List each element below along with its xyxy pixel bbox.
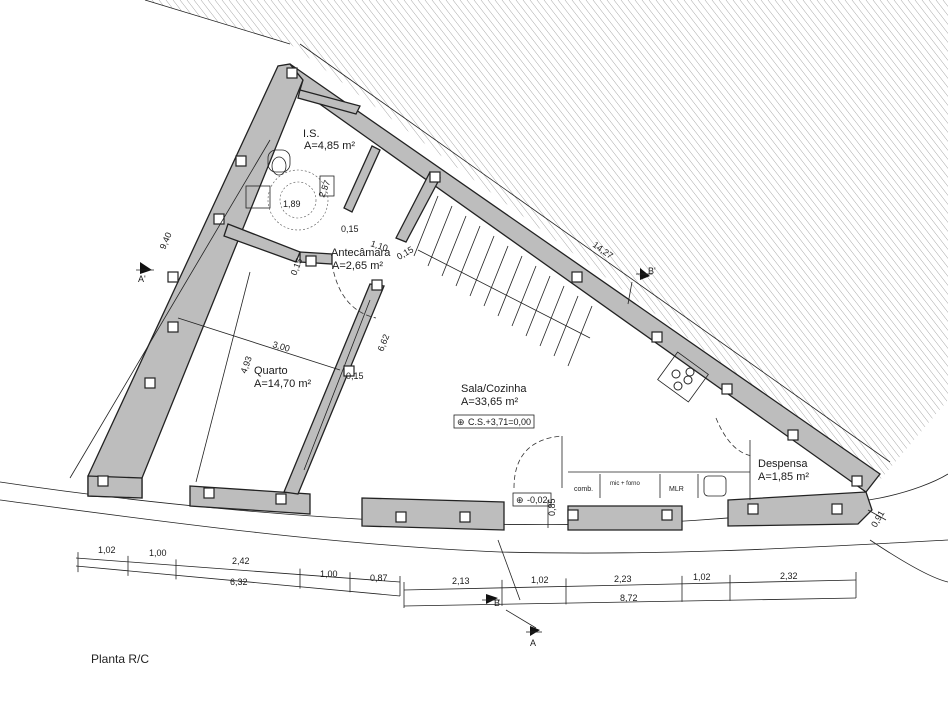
- stair-tread: [483, 245, 509, 307]
- stair-tread: [497, 255, 523, 317]
- section-marker-a: A': [136, 262, 154, 284]
- room-area-is: A=4,85 m²: [304, 140, 355, 152]
- room-name-quarto: Quarto: [254, 365, 288, 377]
- bottom-dimension-chain: [75, 552, 857, 608]
- drawing-title: Planta R/C: [91, 652, 150, 666]
- level-text-sala: C.S.+3,71=0,00: [468, 417, 531, 427]
- room-name-is: I.S.: [303, 128, 320, 140]
- cooktop-icon: [657, 351, 709, 403]
- room-name-antecamara: Antecâmara: [331, 247, 391, 259]
- bottom-dim-2: 1,00: [149, 548, 167, 558]
- bottom-total-left: 6,32: [230, 577, 248, 587]
- dimension-lines: [69, 43, 891, 629]
- bottom-total-right: 8,72: [620, 593, 638, 603]
- bottom-dim-4: 1,00: [320, 569, 338, 579]
- svg-text:A': A': [138, 274, 146, 284]
- level-text-entrance: -0,02: [527, 495, 548, 505]
- dim-14-27: 14,27: [591, 240, 615, 261]
- staircase: [413, 195, 593, 367]
- kitchen-counters: [568, 440, 751, 500]
- label-mic-forno: mic + forno: [610, 481, 641, 487]
- stair-tread: [441, 215, 467, 277]
- stair-tread: [525, 275, 551, 337]
- level-marker-sala: ⊕: [457, 417, 465, 427]
- bottom-dim-8: 2,23: [614, 574, 632, 584]
- room-area-antecamara: A=2,65 m²: [332, 260, 383, 272]
- dim-6-62: 6,62: [376, 333, 392, 353]
- stair-tread: [455, 225, 481, 287]
- stair-tread: [413, 195, 439, 257]
- level-marker-entrance: ⊕: [516, 495, 524, 505]
- room-area-despensa: A=1,85 m²: [758, 471, 809, 483]
- bottom-dim-6: 2,13: [452, 576, 470, 586]
- room-area-quarto: A=14,70 m²: [254, 378, 312, 390]
- dim-3-00: 3,00: [271, 339, 291, 353]
- label-comb: comb.: [574, 486, 593, 493]
- section-marker-b-prime: B': [636, 266, 656, 280]
- room-area-sala-cozinha: A=33,65 m²: [461, 396, 519, 408]
- bottom-dim-7: 1,02: [531, 575, 549, 585]
- svg-text:B: B: [494, 598, 500, 608]
- dim-0-85: 0,85: [547, 498, 557, 516]
- svg-text:A: A: [530, 638, 536, 648]
- label-mlr: MLR: [669, 486, 684, 493]
- room-name-sala-cozinha: Sala/Cozinha: [461, 383, 527, 395]
- dim-0-15-a: 0,15: [341, 224, 359, 234]
- section-marker-a-prime: A: [526, 626, 542, 648]
- dim-4-93: 4,93: [238, 355, 253, 375]
- room-name-despensa: Despensa: [758, 458, 808, 470]
- dim-0-15-b: 0,15: [395, 244, 415, 261]
- dim-1-89: 1,89: [283, 199, 301, 209]
- road-edge-line-lower: [0, 499, 948, 554]
- bottom-dim-9: 1,02: [693, 572, 711, 582]
- bottom-dim-1: 1,02: [98, 545, 116, 555]
- door-swings: [331, 263, 753, 489]
- bottom-dim-10: 2,32: [780, 571, 798, 581]
- stair-tread: [539, 285, 565, 347]
- stair-tread: [511, 265, 537, 327]
- bottom-dim-5: 0,87: [370, 573, 388, 583]
- bathroom-fixtures: [245, 149, 335, 231]
- stair-tread: [567, 305, 593, 367]
- dim-9-40: 9,40: [158, 231, 174, 251]
- stair-tread: [469, 235, 495, 297]
- svg-text:B': B': [648, 266, 656, 276]
- stair-tread: [427, 205, 453, 267]
- column-markers: [97, 67, 863, 523]
- bottom-dim-3: 2,42: [232, 556, 250, 566]
- section-marker-b: B: [482, 594, 500, 608]
- dim-0-15-d: 0,15: [346, 371, 364, 381]
